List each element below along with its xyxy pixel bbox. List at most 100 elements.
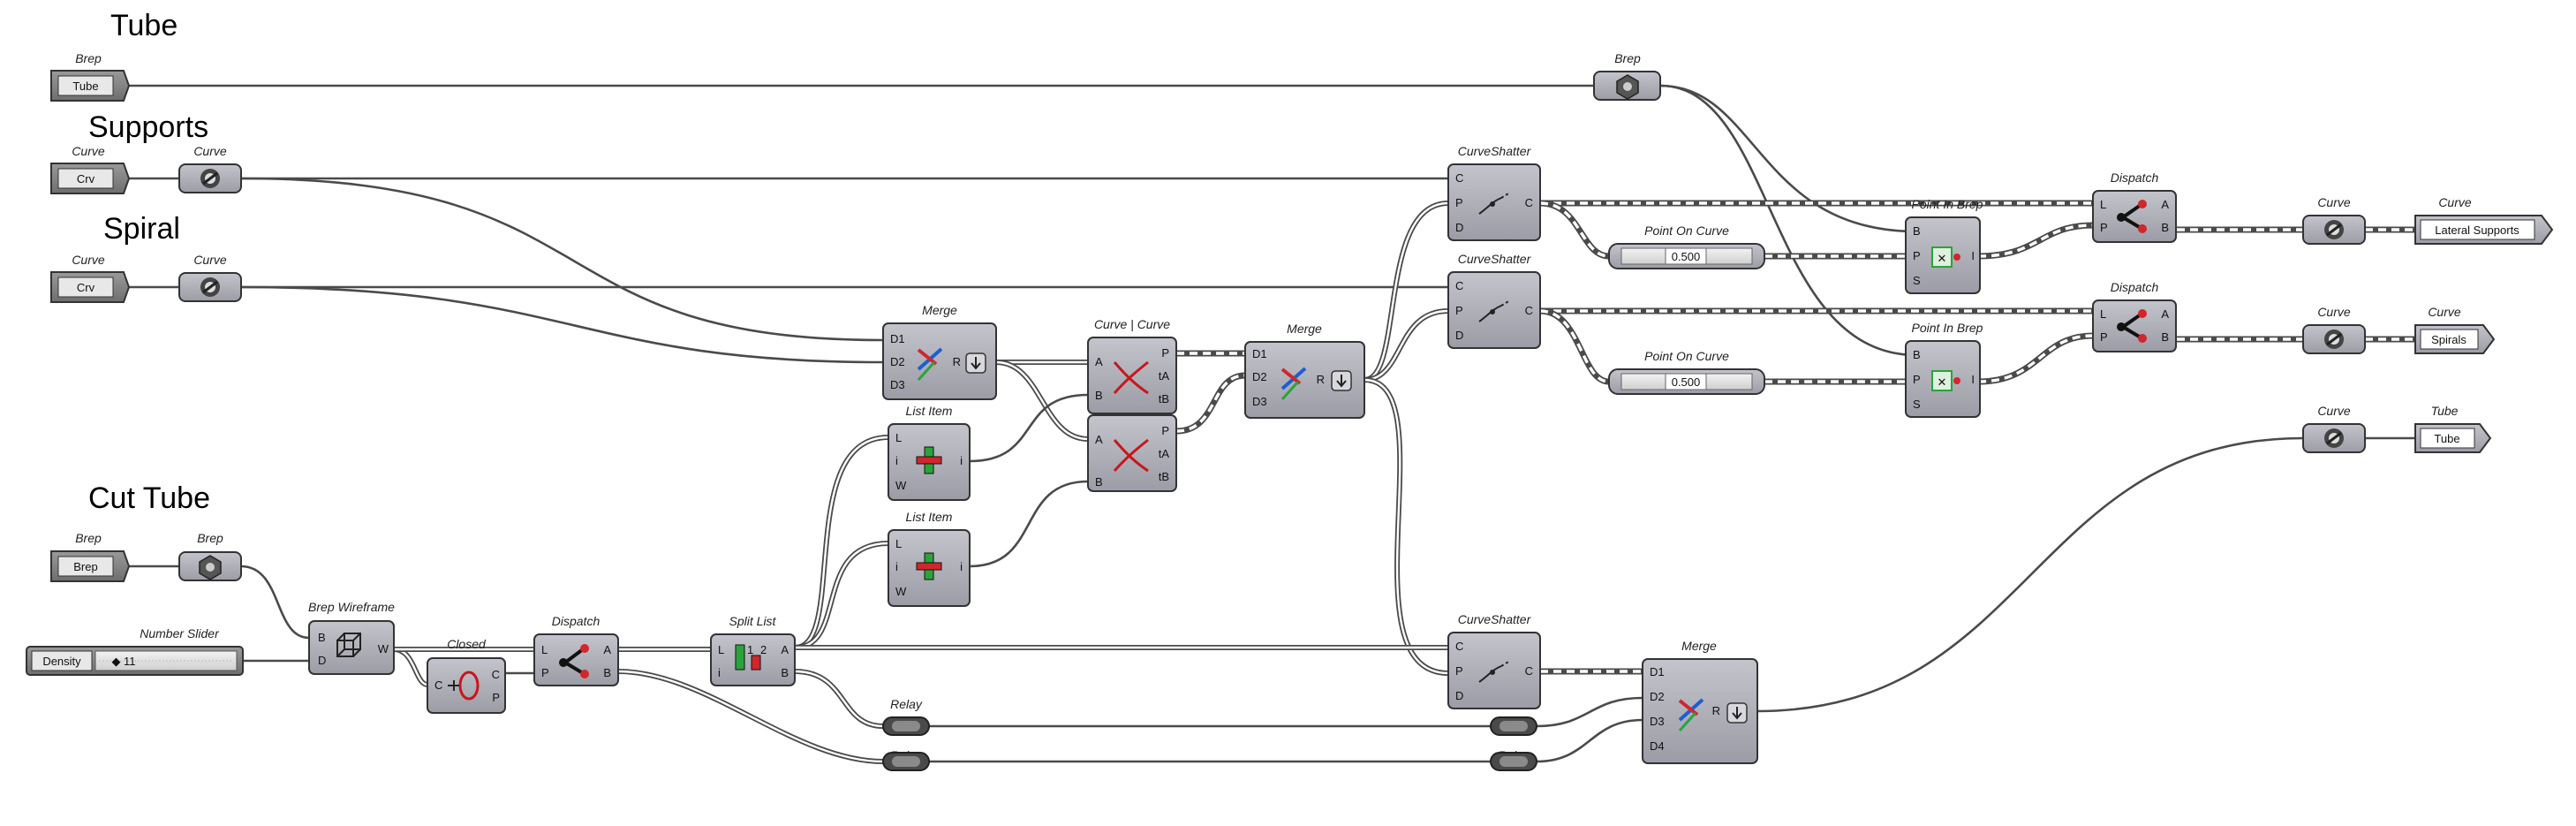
- component-merge-2[interactable]: Merge D1 D2 D3 R: [1244, 322, 1365, 419]
- svg-text:C: C: [1455, 640, 1463, 653]
- svg-text:CurveShatter: CurveShatter: [1458, 612, 1532, 626]
- dispatch-icon: [559, 644, 589, 678]
- relay-3[interactable]: [1490, 716, 1537, 736]
- svg-text:✕: ✕: [1938, 252, 1947, 265]
- svg-text:Point In Brep: Point In Brep: [1912, 197, 1983, 211]
- svg-text:Curve: Curve: [2438, 195, 2472, 209]
- param-supports-out-curve[interactable]: Curve: [2302, 195, 2366, 245]
- wire-split-li2: [794, 541, 889, 650]
- svg-text:Curve | Curve: Curve | Curve: [1094, 317, 1170, 331]
- svg-text:Brep: Brep: [75, 51, 102, 65]
- svg-text:2: 2: [760, 643, 767, 656]
- svg-text:Brep: Brep: [1614, 51, 1641, 65]
- component-curve-shatter-3[interactable]: CurveShatter C P D C: [1447, 612, 1541, 709]
- svg-text:1: 1: [747, 643, 753, 656]
- param-cut-brep[interactable]: Brep: [178, 531, 242, 581]
- svg-text:List Item: List Item: [906, 404, 953, 418]
- svg-text:Merge: Merge: [1287, 322, 1322, 336]
- svg-text:Relay: Relay: [890, 697, 923, 711]
- param-tube-brep-in[interactable]: Brep Tube: [50, 51, 131, 102]
- svg-text:D: D: [1455, 221, 1463, 234]
- svg-text:P: P: [2100, 221, 2108, 234]
- wire-merge2-shatter1: [1364, 201, 1449, 383]
- svg-text:tA: tA: [1159, 369, 1170, 383]
- number-slider-density[interactable]: Number Slider Density ◆ 11: [26, 626, 244, 676]
- svg-text:tB: tB: [1159, 470, 1169, 483]
- svg-text:R: R: [1712, 704, 1720, 717]
- svg-text:D: D: [318, 654, 326, 667]
- svg-text:P: P: [1913, 249, 1921, 262]
- spiral-curve-label: Crv: [77, 281, 95, 294]
- component-dispatch-1[interactable]: Dispatch L P A B: [2092, 171, 2177, 243]
- component-curve-shatter-1[interactable]: CurveShatter C P D C: [1447, 144, 1541, 241]
- svg-text:I: I: [1971, 373, 1975, 386]
- flatten-toggle-icon[interactable]: [1331, 370, 1352, 391]
- svg-text:i: i: [960, 560, 963, 573]
- svg-text:D1: D1: [890, 332, 905, 345]
- svg-text:C: C: [1525, 664, 1533, 678]
- component-merge-3[interactable]: Merge D1 D2 D3 D4 R: [1642, 639, 1758, 764]
- supports-curve-label: Crv: [77, 172, 95, 186]
- component-closed[interactable]: Closed C C P: [427, 637, 506, 714]
- svg-text:P: P: [1455, 664, 1463, 678]
- svg-text:Curve: Curve: [2317, 404, 2351, 418]
- component-curve-shatter-2[interactable]: CurveShatter C P D C: [1447, 252, 1541, 349]
- merge-icon: [1280, 367, 1307, 401]
- param-spirals-out-curve[interactable]: Curve: [2302, 305, 2366, 354]
- param-tube-out-curve[interactable]: Curve: [2302, 404, 2366, 453]
- component-dispatch-2[interactable]: Dispatch L P A B: [2092, 280, 2177, 352]
- svg-text:S: S: [1913, 398, 1921, 411]
- param-spiral-curve[interactable]: Curve: [178, 253, 242, 302]
- wire-relay4-merge3: [1536, 718, 1643, 763]
- curve-param-icon: [2324, 220, 2344, 239]
- param-spiral-curve-in[interactable]: Curve Crv: [50, 253, 131, 303]
- wire-brep-wireframe: [240, 565, 310, 640]
- param-spirals-out[interactable]: Curve Spirals: [2414, 305, 2496, 354]
- component-brep-wireframe[interactable]: Brep Wireframe B D W: [308, 600, 395, 675]
- svg-text:C: C: [1525, 196, 1533, 209]
- group-title-tube: Tube: [110, 9, 178, 42]
- component-point-on-curve-1[interactable]: Point On Curve 0.500: [1608, 224, 1765, 269]
- svg-text:D3: D3: [1650, 715, 1665, 728]
- svg-text:Brep Wireframe: Brep Wireframe: [308, 600, 395, 614]
- component-merge-1[interactable]: Merge D1 D2 D3 R: [882, 303, 997, 400]
- relay-2[interactable]: Relay: [882, 748, 930, 771]
- svg-text:Closed: Closed: [447, 637, 487, 651]
- brep-param-icon: [1616, 74, 1639, 100]
- component-point-in-brep-1[interactable]: Point In Brep B P S I ✕: [1905, 197, 1983, 294]
- curve-param-icon: [200, 277, 220, 297]
- svg-text:Curve: Curve: [193, 253, 227, 267]
- component-curve-curve-1[interactable]: Curve | Curve A B P tA tB: [1087, 317, 1177, 414]
- svg-text:L: L: [895, 431, 902, 444]
- curve-intersect-icon: [1113, 438, 1149, 473]
- component-point-on-curve-2[interactable]: Point On Curve 0.500: [1608, 349, 1765, 395]
- svg-text:Curve: Curve: [2428, 305, 2461, 319]
- param-supports-curve[interactable]: Curve: [178, 144, 242, 193]
- flatten-toggle-icon[interactable]: [965, 352, 986, 374]
- curve-param-icon: [200, 169, 220, 188]
- svg-text:i: i: [895, 454, 898, 467]
- component-list-item-1[interactable]: List Item L i W i: [888, 404, 971, 501]
- param-supports-curve-in[interactable]: Curve Crv: [50, 144, 131, 194]
- component-point-in-brep-2[interactable]: Point In Brep B P S I ✕: [1905, 321, 1983, 418]
- relay-1[interactable]: Relay: [882, 697, 930, 736]
- flatten-toggle-icon[interactable]: [1726, 702, 1748, 724]
- component-dispatch-cut[interactable]: Dispatch L P A B: [533, 614, 619, 686]
- svg-text:Split List: Split List: [729, 614, 777, 628]
- component-split-list[interactable]: Split List L i A B 1 2: [710, 614, 796, 686]
- relay-4[interactable]: Relay: [1490, 748, 1537, 771]
- svg-text:Merge: Merge: [922, 303, 957, 317]
- svg-text:P: P: [1161, 346, 1169, 360]
- svg-text:B: B: [318, 631, 326, 644]
- param-lateral-supports-out[interactable]: Curve Lateral Supports: [2414, 195, 2554, 245]
- param-tube-out[interactable]: Tube Tube: [2414, 404, 2492, 453]
- component-curve-curve-2[interactable]: A B P tA tB: [1087, 414, 1177, 492]
- wire-li2-cc2: [969, 480, 1089, 568]
- svg-text:L: L: [2100, 198, 2106, 211]
- component-list-item-2[interactable]: List Item L i W i: [888, 510, 971, 607]
- param-cut-brep-in[interactable]: Brep Brep: [50, 531, 131, 582]
- svg-text:✕: ✕: [1938, 375, 1947, 389]
- param-tube-brep[interactable]: Brep: [1593, 51, 1661, 101]
- wire-spiral-merge1: [240, 285, 884, 364]
